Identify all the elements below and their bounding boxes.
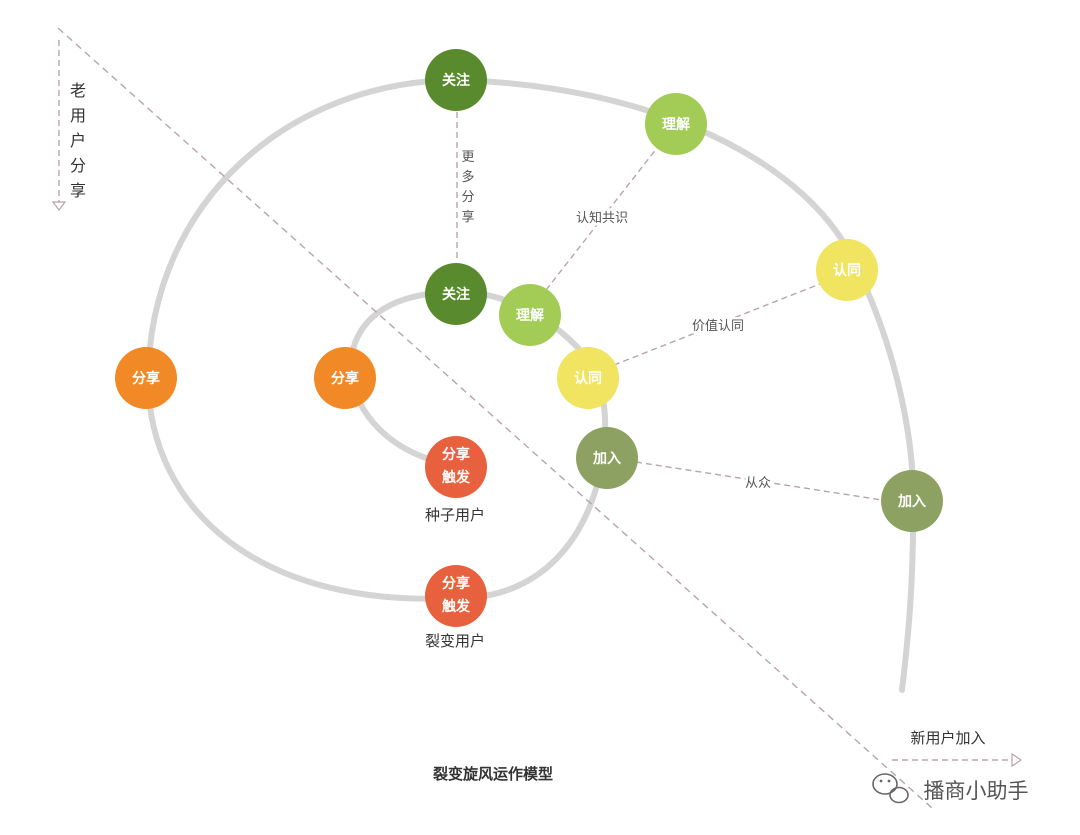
old-user-arrow-head xyxy=(51,201,67,211)
new-user-label: 新用户加入 xyxy=(910,729,985,747)
svg-text:理解: 理解 xyxy=(662,116,690,133)
more-share-char: 享 xyxy=(461,209,474,225)
svg-text:分享: 分享 xyxy=(442,446,470,463)
inner-follow-node: 关注 xyxy=(425,263,487,325)
old-user-char: 户 xyxy=(70,131,86,150)
outer-agree-node: 认同 xyxy=(816,239,878,301)
value-label: 价值认同 xyxy=(692,318,744,334)
svg-text:分享: 分享 xyxy=(132,370,160,387)
more-share-char: 更 xyxy=(461,150,474,165)
svg-text:认同: 认同 xyxy=(574,370,602,387)
old-user-label: 老 用 户 分 享 xyxy=(70,81,86,200)
old-user-char: 分 xyxy=(70,156,86,175)
old-user-char: 用 xyxy=(70,106,86,125)
inner-trigger-node: 分享 触发 xyxy=(425,436,487,498)
inner-agree-node: 认同 xyxy=(557,347,619,409)
wechat-icon xyxy=(872,773,909,804)
new-user-arrow-head xyxy=(1011,752,1023,768)
svg-text:关注: 关注 xyxy=(442,72,470,89)
consensus-connector xyxy=(545,147,658,291)
inner-share-node: 分享 xyxy=(314,347,376,409)
inner-understand-node: 理解 xyxy=(499,284,561,346)
outer-follow-node: 关注 xyxy=(425,49,487,111)
more-share-char: 多 xyxy=(461,169,474,185)
old-user-char: 享 xyxy=(70,181,86,200)
herd-label: 从众 xyxy=(745,476,771,491)
diagonal-divider xyxy=(57,27,933,809)
svg-text:触发: 触发 xyxy=(441,598,471,615)
watermark-text: 播商小助手 xyxy=(924,779,1029,803)
svg-text:分享: 分享 xyxy=(331,370,359,387)
more-share-label: 更 多 分 享 xyxy=(461,150,474,225)
more-share-char: 分 xyxy=(461,190,474,205)
value-connector xyxy=(613,279,831,366)
seed-user-label: 种子用户 xyxy=(425,506,485,524)
outer-share-node: 分享 xyxy=(115,347,177,409)
old-user-char: 老 xyxy=(70,81,86,100)
fission-user-label: 裂变用户 xyxy=(425,632,485,650)
svg-text:加入: 加入 xyxy=(592,451,621,467)
svg-text:认同: 认同 xyxy=(833,262,861,279)
svg-text:关注: 关注 xyxy=(442,286,470,303)
svg-text:分享: 分享 xyxy=(442,575,470,592)
outer-understand-node: 理解 xyxy=(645,93,707,155)
herd-connector xyxy=(635,461,883,501)
svg-text:触发: 触发 xyxy=(441,469,471,486)
outer-trigger-node: 分享 触发 xyxy=(425,565,487,627)
watermark: 播商小助手 xyxy=(872,773,1029,804)
svg-text:理解: 理解 xyxy=(516,307,544,324)
svg-text:加入: 加入 xyxy=(897,494,926,510)
spiral-track xyxy=(144,76,917,693)
outer-join-node: 加入 xyxy=(881,470,943,532)
consensus-label: 认知共识 xyxy=(576,210,628,226)
diagram-title: 裂变旋风运作模型 xyxy=(432,765,553,783)
inner-join-node: 加入 xyxy=(576,427,638,489)
